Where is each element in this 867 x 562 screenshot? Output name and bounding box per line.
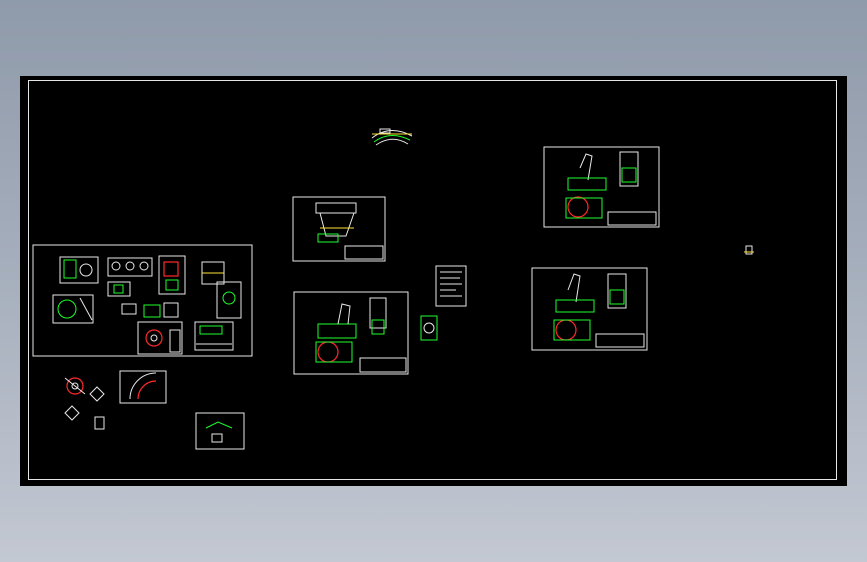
assembly-sheet-right-top[interactable] <box>543 146 660 228</box>
drawing-canvas[interactable] <box>20 76 847 486</box>
parts-sheet-left[interactable] <box>32 244 253 357</box>
assembly-sheet-right-bottom[interactable] <box>531 267 648 351</box>
tiny-part-right[interactable] <box>744 245 754 255</box>
notes-block <box>420 265 467 341</box>
drawing-paper[interactable] <box>20 76 847 486</box>
assembly-sheet-center-bottom[interactable] <box>293 291 409 375</box>
assembly-sheet-center-top[interactable] <box>292 196 386 262</box>
sheet-border <box>28 80 837 480</box>
small-parts-group[interactable] <box>64 370 245 450</box>
arc-bracket-drawing[interactable] <box>371 128 413 146</box>
